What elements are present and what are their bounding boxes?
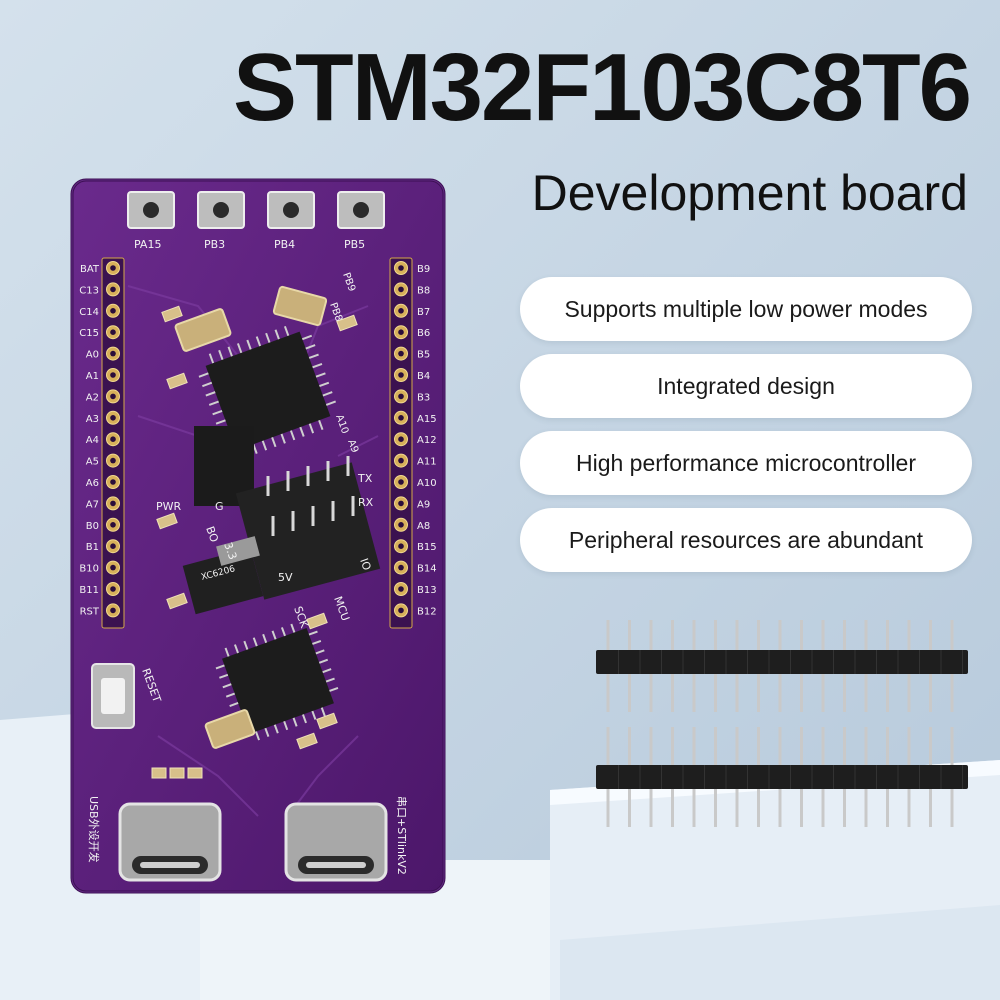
dev-board: PA15 PB3 PB4 PB5 BAT C13C14C15A0A1A2A3A4A5A6… — [70, 178, 446, 894]
usb-c-port-right — [284, 802, 388, 882]
button-label: PB4 — [274, 238, 295, 251]
feature-pill: Integrated design — [520, 354, 972, 418]
pin-label: A7 — [86, 499, 99, 510]
button-label: PA15 — [134, 238, 161, 251]
mcu-chip-bottom — [215, 623, 339, 741]
pin-label: B3 — [417, 392, 430, 403]
pin-label: B1 — [86, 542, 99, 553]
board-label-3v3: 3.3 — [221, 541, 239, 562]
board-label-a9: A9 — [345, 438, 360, 454]
pin-label: A4 — [86, 435, 99, 446]
pin-label: A5 — [86, 457, 99, 468]
product-title: STM32F103C8T6 — [233, 34, 972, 141]
pin-label: C13 — [79, 285, 99, 296]
tactile-button: PB5 — [337, 191, 385, 251]
pin-label: B9 — [417, 264, 430, 275]
pin-label: B6 — [417, 328, 430, 339]
feature-pill: Supports multiple low power modes — [520, 277, 972, 341]
pin-label: A6 — [86, 478, 99, 489]
pin-label: B15 — [417, 542, 437, 553]
pin-label: A12 — [417, 435, 437, 446]
pin-header-row-1 — [596, 620, 968, 712]
pin-label: A3 — [86, 414, 99, 425]
tactile-button: PB3 — [197, 191, 245, 251]
pin-label: B11 — [79, 585, 99, 596]
usb-c-port-left — [118, 802, 222, 882]
pin-label: B8 — [417, 285, 430, 296]
pin-label: A2 — [86, 392, 99, 403]
pin-label: B10 — [79, 564, 99, 575]
header-bar — [596, 650, 968, 674]
button-label: PB3 — [204, 238, 225, 251]
pin-label: A10 — [417, 478, 437, 489]
mcu-chip-top — [198, 325, 337, 458]
pin-headers — [596, 620, 968, 827]
product-subtitle: Development board — [531, 165, 968, 221]
pin-label: BAT — [80, 264, 100, 275]
board-label-g: G — [215, 500, 224, 513]
board-label-rx: RX — [358, 496, 374, 509]
pin-label: A11 — [417, 457, 437, 468]
feature-pill: Peripheral resources are abundant — [520, 508, 972, 572]
tactile-button: PA15 — [127, 191, 175, 251]
board-label-pwr: PWR — [156, 500, 182, 513]
tactile-button: PB4 — [267, 191, 315, 251]
board-label-io: IO — [357, 557, 373, 573]
feature-list: Supports multiple low power modes Integr… — [520, 277, 972, 585]
pin-header-row-2 — [596, 727, 968, 827]
pin-label: C15 — [79, 328, 99, 339]
feature-pill: High performance microcontroller — [520, 431, 972, 495]
board-label-bo: BO — [203, 525, 221, 545]
pin-label: RST — [80, 606, 100, 617]
pin-label: B14 — [417, 564, 437, 575]
pin-label: B13 — [417, 585, 437, 596]
pin-label: A8 — [417, 521, 430, 532]
pin-label: B0 — [86, 521, 99, 532]
board-label-tx: TX — [357, 472, 373, 485]
pin-label: B5 — [417, 350, 430, 361]
pin-label: A0 — [86, 350, 99, 361]
board-label-usb-left: USB外设开发 — [87, 796, 101, 863]
board-label-usb-right: 串口+STlinkV2 — [395, 796, 408, 875]
pin-label: A1 — [86, 371, 99, 382]
pin-label: A9 — [417, 499, 430, 510]
pin-label: A15 — [417, 414, 437, 425]
header-bar — [596, 765, 968, 789]
button-label: PB5 — [344, 238, 365, 251]
pin-label: B7 — [417, 307, 430, 318]
pin-label: B12 — [417, 606, 437, 617]
pin-label: C14 — [79, 307, 99, 318]
board-label-5v: 5V — [278, 571, 293, 584]
pin-label: B4 — [417, 371, 430, 382]
